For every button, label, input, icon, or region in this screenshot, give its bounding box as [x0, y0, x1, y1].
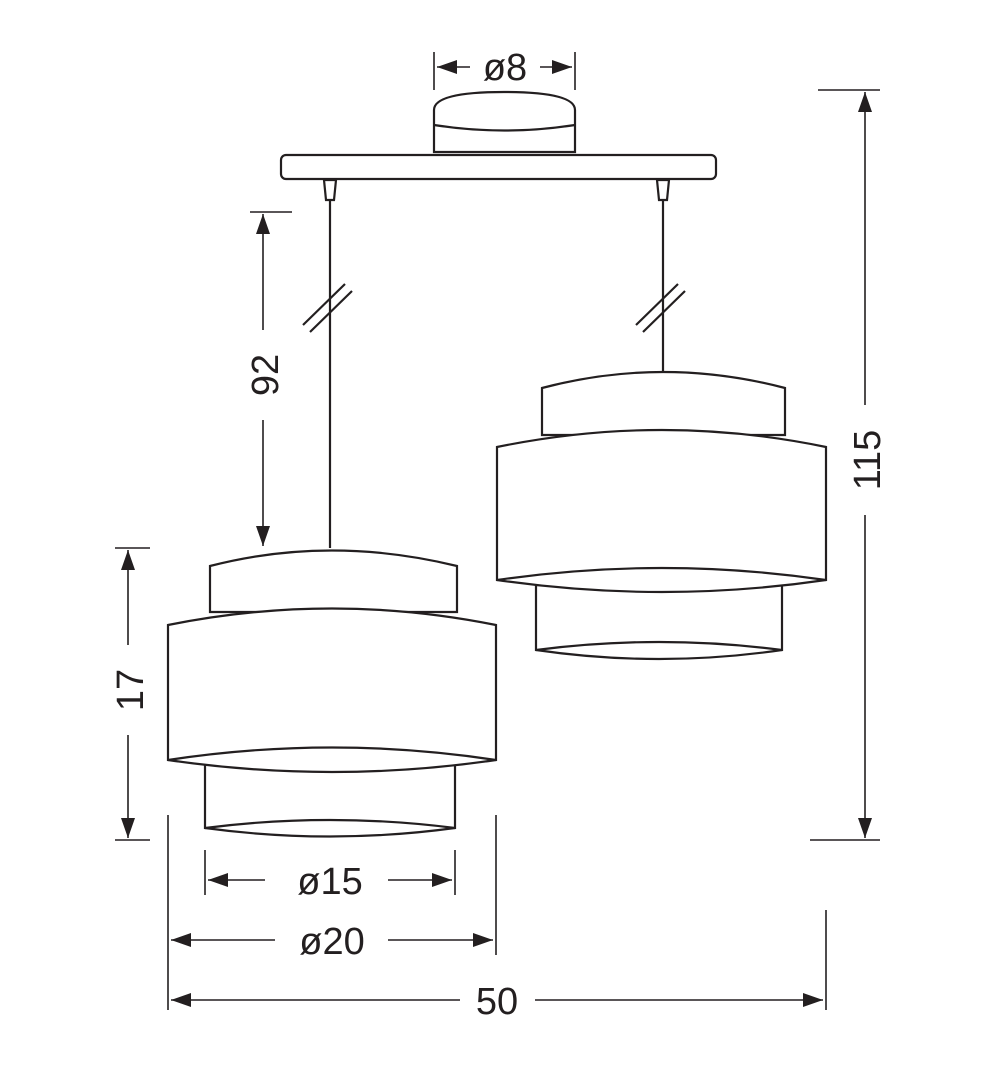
label-outer-diameter: ø20: [299, 921, 364, 963]
left-shade: [166, 549, 498, 838]
label-shade-height: 17: [110, 669, 152, 711]
dimension-cord-length: 92: [245, 211, 292, 546]
dimension-total-width: 50: [171, 910, 827, 1023]
right-shade: [495, 370, 828, 661]
dimension-inner-diameter: ø15: [204, 850, 456, 903]
dimension-canopy-diameter: ø8: [433, 47, 576, 90]
dimension-outer-diameter: ø20: [167, 815, 497, 1010]
dimension-shade-height: 17: [110, 547, 152, 841]
label-total-height: 115: [847, 430, 889, 491]
label-total-width: 50: [476, 981, 518, 1023]
left-cord: [302, 178, 353, 548]
label-cord-length: 92: [245, 354, 287, 396]
right-cord: [635, 178, 686, 372]
ceiling-canopy: [432, 90, 577, 154]
dimension-total-height: 115: [810, 89, 889, 841]
label-inner-diameter: ø15: [297, 861, 362, 903]
mounting-bar: [279, 153, 718, 181]
label-canopy-diameter: ø8: [483, 47, 527, 89]
